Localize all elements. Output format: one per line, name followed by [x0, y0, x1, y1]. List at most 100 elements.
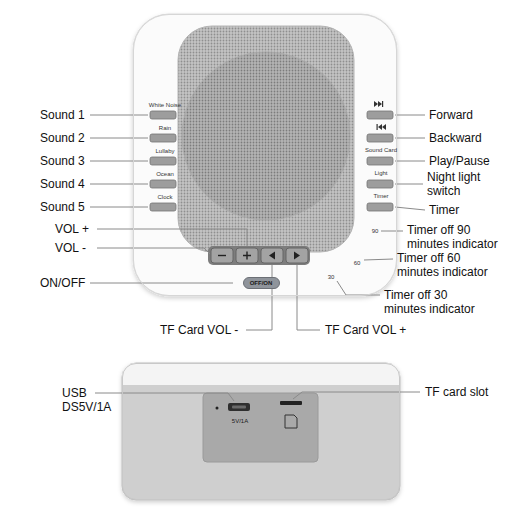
callout-label: VOL -: [55, 241, 86, 255]
speaker-circle: [182, 52, 350, 220]
bottom-view: [122, 363, 400, 500]
printed-text: Sound Card: [365, 147, 397, 153]
button: [367, 203, 393, 211]
backward-icon: [377, 124, 387, 130]
button-text: OFF/ON: [250, 280, 273, 286]
right-buttons: [367, 111, 393, 211]
button: [150, 180, 176, 188]
leader-line: [90, 207, 148, 208]
printed-text: Rain: [159, 125, 171, 131]
power-button: OFF/ON: [243, 277, 280, 289]
leader-line: [381, 231, 403, 232]
button: [150, 203, 176, 211]
usb-port: [228, 403, 250, 411]
button: [367, 180, 393, 188]
callout-label: Sound 3: [40, 154, 85, 168]
leader-line: [90, 283, 233, 284]
callout-label: Sound 5: [40, 200, 85, 214]
led-dot: [216, 407, 219, 410]
top-view: [133, 14, 397, 296]
tf-slot: [280, 401, 302, 405]
printed-text: 5V/1A: [232, 418, 248, 424]
plus-symbol: [243, 252, 251, 260]
callout-label: Play/Pause: [429, 154, 490, 168]
button: [286, 248, 308, 263]
minus-symbol: [218, 255, 226, 256]
callout-label: Timer off 60 minutes indicator: [397, 251, 505, 279]
callout-label: Night light switch: [427, 170, 512, 198]
leader-line: [395, 138, 425, 139]
button: [367, 157, 393, 165]
button: [367, 111, 393, 119]
tf-card-icon: [285, 415, 297, 428]
callout-label: Timer off 30 minutes indicator: [384, 288, 492, 316]
strip: [208, 246, 310, 265]
right-triangle: [294, 252, 300, 260]
callout-label: Timer off 90 minutes indicator: [407, 223, 515, 251]
button: [367, 134, 393, 142]
housing-bottom-shape: [122, 363, 400, 500]
leader-line: [97, 248, 210, 254]
printed-text: White Noise: [149, 102, 181, 108]
leader-line: [364, 259, 393, 260]
device-top-housing: White NoiseRainLullabyOceanClock Sound Ca…: [133, 14, 397, 296]
device-bottom-housing: 5V/1A: [122, 363, 400, 500]
callout-label: ON/OFF: [40, 276, 85, 290]
leader-line: [97, 229, 247, 246]
printed-text: 60: [354, 260, 361, 266]
leader-line: [297, 265, 320, 330]
button: [150, 157, 176, 165]
printed-text: Lullaby: [155, 148, 174, 154]
port-panel: [203, 393, 318, 462]
callout-label: USB DS5V/1A: [62, 386, 117, 414]
callout-label: VOL +: [55, 222, 89, 236]
callout-label: Timer: [429, 203, 459, 217]
printed-text: 30: [328, 274, 335, 280]
leader-line: [395, 161, 425, 162]
callout-label: Sound 2: [40, 131, 85, 145]
leader-line: [337, 281, 380, 295]
leader-line: [90, 161, 148, 162]
leader-line: [95, 393, 234, 401]
printed-text: Ocean: [156, 171, 174, 177]
button: [211, 248, 233, 263]
printed-text: 90: [372, 228, 379, 234]
callout-label: TF Card VOL -: [160, 323, 238, 337]
leader-line: [90, 115, 148, 116]
printed-text: Timer: [373, 193, 388, 199]
leader-line: [395, 184, 423, 185]
leader-lines: [90, 115, 425, 401]
leader-line: [293, 392, 420, 399]
top-rim: [122, 363, 400, 385]
triangle: [378, 124, 382, 130]
forward-icon: [374, 101, 383, 107]
usb-port-inner: [232, 406, 246, 409]
callout-label: Backward: [429, 131, 482, 145]
button: [150, 111, 176, 119]
triangle: [374, 101, 378, 107]
leader-line: [90, 138, 148, 139]
leader-line: [395, 115, 425, 116]
callout-label: TF Card VOL +: [325, 323, 406, 337]
callout-label: Forward: [429, 108, 473, 122]
callout-label: Sound 4: [40, 177, 85, 191]
housing-top-shape: [133, 14, 397, 296]
left-buttons: [150, 111, 176, 211]
left-triangle: [269, 252, 275, 260]
bar: [377, 124, 378, 130]
button: [150, 134, 176, 142]
button: [261, 248, 283, 263]
triangle: [378, 101, 382, 107]
printed-text: Light: [374, 170, 387, 176]
control-strip: [208, 246, 310, 265]
speaker-grille: [178, 26, 354, 252]
leader-line: [395, 207, 425, 210]
triangle: [382, 124, 386, 130]
leader-line: [90, 184, 148, 185]
callout-label: Sound 1: [40, 108, 85, 122]
leader-line: [246, 265, 272, 330]
callout-label: TF card slot: [425, 385, 488, 399]
printed-text: Clock: [157, 194, 172, 200]
bar: [382, 101, 383, 107]
